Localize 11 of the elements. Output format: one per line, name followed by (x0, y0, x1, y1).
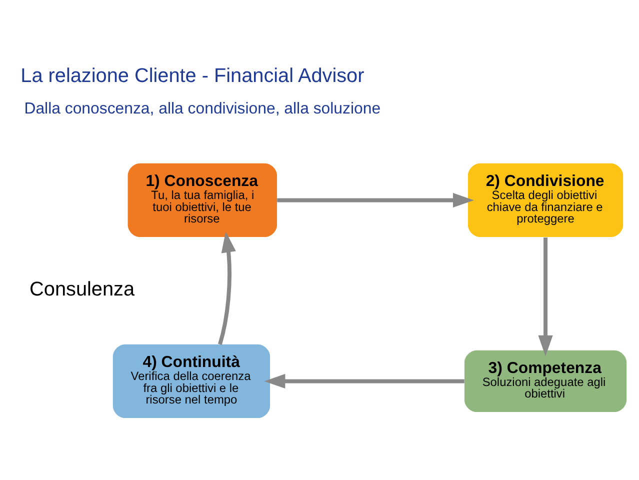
node-box: 4) Continuità Verifica della coerenza fra gli obiettivi e le risorse nel tempo (112, 344, 270, 418)
label: Dalla conoscenza, alla condivisione, alla soluzione (24, 100, 381, 118)
label: Consulenza (30, 278, 135, 301)
diagram-title: La relazione Cliente - Financial Advisor (20, 64, 364, 87)
node-box: 3) Competenza Soluzioni adeguate agli obiettivi (464, 350, 627, 412)
arrow (264, 374, 464, 389)
node-box: 2) Condivisione Scelta degli obiettivi chiave da finanziare e proteggere (468, 163, 624, 238)
arrow (538, 237, 553, 356)
node-box: 1) Conoscenza Tu, la tua famiglia, i tuoi obiettivi, le tue risorse (128, 163, 277, 238)
arrow (218, 231, 236, 345)
arrow (277, 192, 474, 208)
